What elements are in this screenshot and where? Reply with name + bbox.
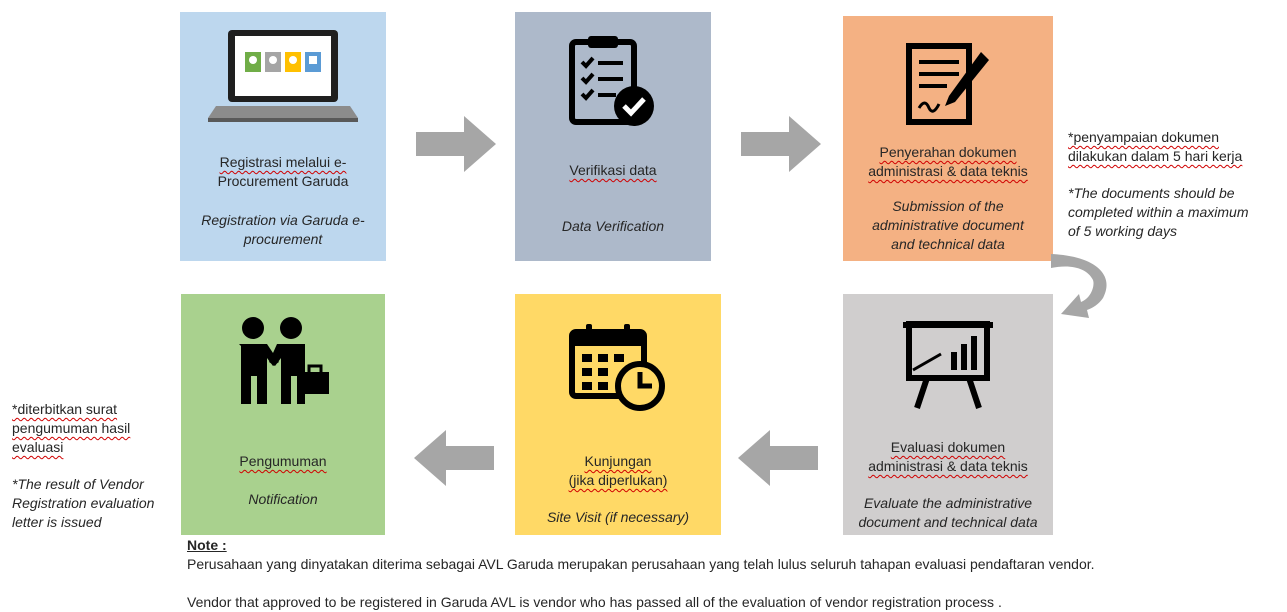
step3-en-line3: and technical data (891, 236, 1005, 252)
note-section: Note : Perusahaan yang dinyatakan diteri… (187, 536, 1277, 612)
step1-en-line2: procurement (243, 231, 323, 247)
step-submission-box: Penyerahan dokumen administrasi & data t… (843, 16, 1053, 261)
handshake-icon (239, 317, 329, 404)
document-sign-icon (906, 43, 989, 125)
arrow-right-2 (741, 116, 821, 172)
step-evaluation-box: Evaluasi dokumen administrasi & data tek… (843, 294, 1053, 535)
step2-id-line1: Verifikasi data (569, 162, 657, 178)
step6-en-line1: Notification (248, 491, 318, 507)
step5-en-line1: Site Visit (if necessary) (546, 509, 690, 525)
step4-id-line1: Evaluasi dokumen (890, 439, 1006, 455)
step4-en-line2: document and technical data (858, 514, 1038, 530)
step3-id-line2: administrasi & data teknis (868, 163, 1028, 179)
step4-id-line2: administrasi & data teknis (868, 458, 1028, 474)
side-note-left: *diterbitkan surat pengumuman hasil eval… (12, 400, 177, 532)
step1-id-line2: Procurement Garuda (217, 173, 349, 189)
calendar-clock-icon (569, 324, 665, 411)
step3-en-line1: Submission of the (892, 198, 1004, 214)
step5-id-line1: Kunjungan (584, 453, 652, 469)
arrow-right-1 (416, 116, 496, 172)
laptop-icon (208, 30, 358, 122)
note-line-id: Perusahaan yang dinyatakan diterima seba… (187, 556, 1095, 572)
step-site-visit-box: Kunjungan (jika diperlukan) Site Visit (… (515, 294, 721, 535)
clipboard-check-icon (569, 36, 654, 126)
step5-id-line2: (jika diperlukan) (568, 472, 668, 488)
note-title: Note : (187, 537, 227, 553)
side-note-right-id: *penyampaian dokumen dilakukan dalam 5 h… (1068, 129, 1243, 164)
step-verification-box: Verifikasi data Data Verification (515, 12, 711, 261)
side-note-left-en: *The result of Vendor Registration evalu… (12, 476, 155, 530)
step1-en-line1: Registration via Garuda e- (201, 212, 365, 228)
step2-en-line1: Data Verification (561, 218, 665, 234)
step3-en-line2: administrative document (872, 217, 1024, 233)
arrow-curved-down (1051, 254, 1107, 318)
step3-id-line1: Penyerahan dokumen (879, 144, 1017, 160)
side-note-right: *penyampaian dokumen dilakukan dalam 5 h… (1068, 128, 1283, 241)
arrow-left-2 (414, 430, 494, 486)
step-registration-box: Registrasi melalui e- Procurement Garuda… (180, 12, 386, 261)
arrow-left-1 (738, 430, 818, 486)
step-notification-box: Pengumuman Notification (181, 294, 385, 535)
presentation-chart-icon (903, 321, 993, 409)
step1-id-line1: Registrasi melalui e- (219, 154, 347, 170)
step6-id-line1: Pengumuman (239, 453, 327, 469)
side-note-right-en: *The documents should be completed withi… (1068, 185, 1249, 239)
side-note-left-id: *diterbitkan surat pengumuman hasil eval… (12, 401, 131, 455)
step4-en-line1: Evaluate the administrative (863, 495, 1033, 511)
note-line-en: Vendor that approved to be registered in… (187, 594, 1002, 610)
